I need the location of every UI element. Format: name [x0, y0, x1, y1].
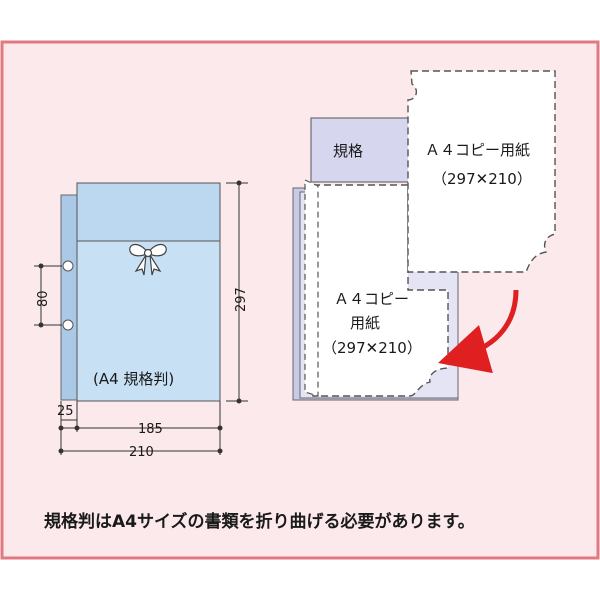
standard-size-tab-label: 規格: [333, 142, 363, 160]
left-figure: (A4 規格判) 297 80 25 185 210: [34, 180, 249, 460]
folded-paper-line1: Ａ４コピー: [334, 290, 409, 308]
pocket-flap: [76, 182, 221, 242]
folded-paper-line3: （297✕210）: [322, 339, 422, 357]
dim-inner-width-label: 185: [138, 422, 163, 437]
dim-total-width-label: 210: [129, 445, 154, 460]
folded-paper-line2: 用紙: [350, 314, 380, 332]
top-paper-line2: （297✕210）: [432, 170, 532, 188]
ribbon-bow-icon: [129, 243, 167, 276]
size-label: (A4 規格判): [93, 370, 174, 388]
dim-hole-spacing-label: 80: [36, 290, 51, 307]
top-paper-line1: Ａ４コピー用紙: [425, 141, 530, 159]
dim-margin-label: 25: [57, 404, 74, 419]
curved-arrow-icon: [437, 289, 519, 374]
binding-hole-bottom: [62, 319, 74, 331]
right-figure: 規格 Ａ４コピー 用紙 （297✕210） Ａ４コピー用紙 （297✕210）: [292, 70, 556, 401]
caption: 規格判はA4サイズの書類を折り曲げる必要があります。: [44, 511, 475, 532]
folded-paper: [312, 184, 449, 397]
top-paper: [407, 70, 556, 273]
dim-height-label: 297: [234, 287, 249, 312]
binding-hole-top: [62, 260, 74, 272]
